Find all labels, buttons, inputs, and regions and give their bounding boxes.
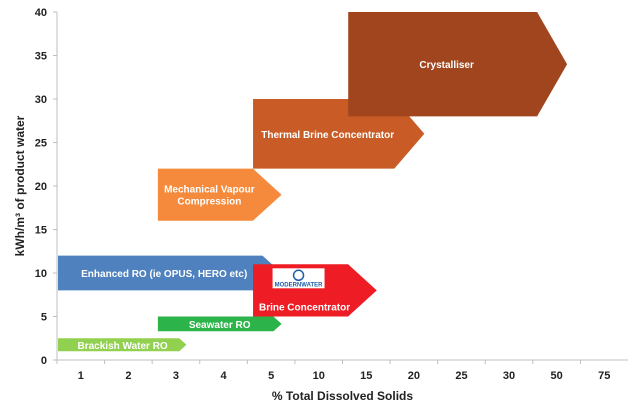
x-tick-label: 15 bbox=[360, 370, 372, 382]
y-tick-label: 20 bbox=[35, 181, 47, 193]
arrow-label: Brine Concentrator bbox=[259, 303, 350, 314]
x-tick-label: 3 bbox=[173, 370, 179, 382]
logo-text: MODERNWATER bbox=[275, 282, 324, 288]
x-tick-label: 4 bbox=[220, 370, 227, 382]
tick-layer: 0 5 10 15 20 25 30 35 40 1 2 3 4 5 10 15 20 25 30 50 75 bbox=[35, 7, 611, 382]
arrow-label: Enhanced RO (ie OPUS, HERO etc) bbox=[81, 269, 247, 280]
y-tick-label: 10 bbox=[35, 268, 47, 280]
arrow-3: MODERNWATER Brine Concentrator bbox=[253, 264, 377, 317]
arrow-1: Seawater RO bbox=[157, 316, 282, 332]
x-tick-label: 1 bbox=[78, 370, 84, 382]
y-tick-label: 40 bbox=[35, 7, 47, 19]
arrow-shape bbox=[157, 316, 282, 332]
arrow-6: Crystalliser bbox=[348, 12, 568, 117]
arrow-shape bbox=[348, 12, 568, 117]
arrow-label: Compression bbox=[177, 197, 241, 208]
y-tick-label: 5 bbox=[41, 312, 47, 324]
arrow-shape bbox=[58, 338, 187, 352]
arrow-shape bbox=[157, 168, 282, 221]
x-tick-label: 20 bbox=[408, 370, 420, 382]
arrow-2: Enhanced RO (ie OPUS, HERO etc) bbox=[58, 255, 282, 291]
logo-drop-icon bbox=[292, 269, 305, 282]
x-tick-label: 75 bbox=[598, 370, 610, 382]
logo-box bbox=[272, 268, 325, 289]
arrow-shape bbox=[58, 255, 282, 291]
x-axis-title: % Total Dissolved Solids bbox=[272, 389, 413, 403]
y-tick-label: 25 bbox=[35, 138, 47, 150]
arrow-label: Brackish Water RO bbox=[78, 341, 168, 352]
x-tick-label: 2 bbox=[125, 370, 131, 382]
arrow-layer: Brackish Water RO Seawater RO Enhanced RO … bbox=[58, 12, 568, 352]
y-tick-label: 35 bbox=[35, 51, 47, 63]
arrow-label: Crystalliser bbox=[419, 60, 474, 71]
y-tick-label: 30 bbox=[35, 94, 47, 106]
y-tick-label: 0 bbox=[41, 355, 47, 367]
arrow-0: Brackish Water RO bbox=[58, 338, 187, 352]
y-axis-title: kWh/m³ of product water bbox=[13, 115, 27, 256]
arrow-label: Mechanical Vapour bbox=[164, 185, 255, 196]
modernwater-logo: MODERNWATER bbox=[272, 268, 325, 289]
x-tick-label: 50 bbox=[551, 370, 563, 382]
x-tick-label: 30 bbox=[503, 370, 515, 382]
x-tick-label: 25 bbox=[455, 370, 467, 382]
x-tick-label: 5 bbox=[268, 370, 274, 382]
y-tick-label: 15 bbox=[35, 225, 47, 237]
arrow-label: Thermal Brine Concentrator bbox=[261, 130, 394, 141]
arrow-label: Seawater RO bbox=[189, 320, 251, 331]
x-tick-label: 10 bbox=[313, 370, 325, 382]
